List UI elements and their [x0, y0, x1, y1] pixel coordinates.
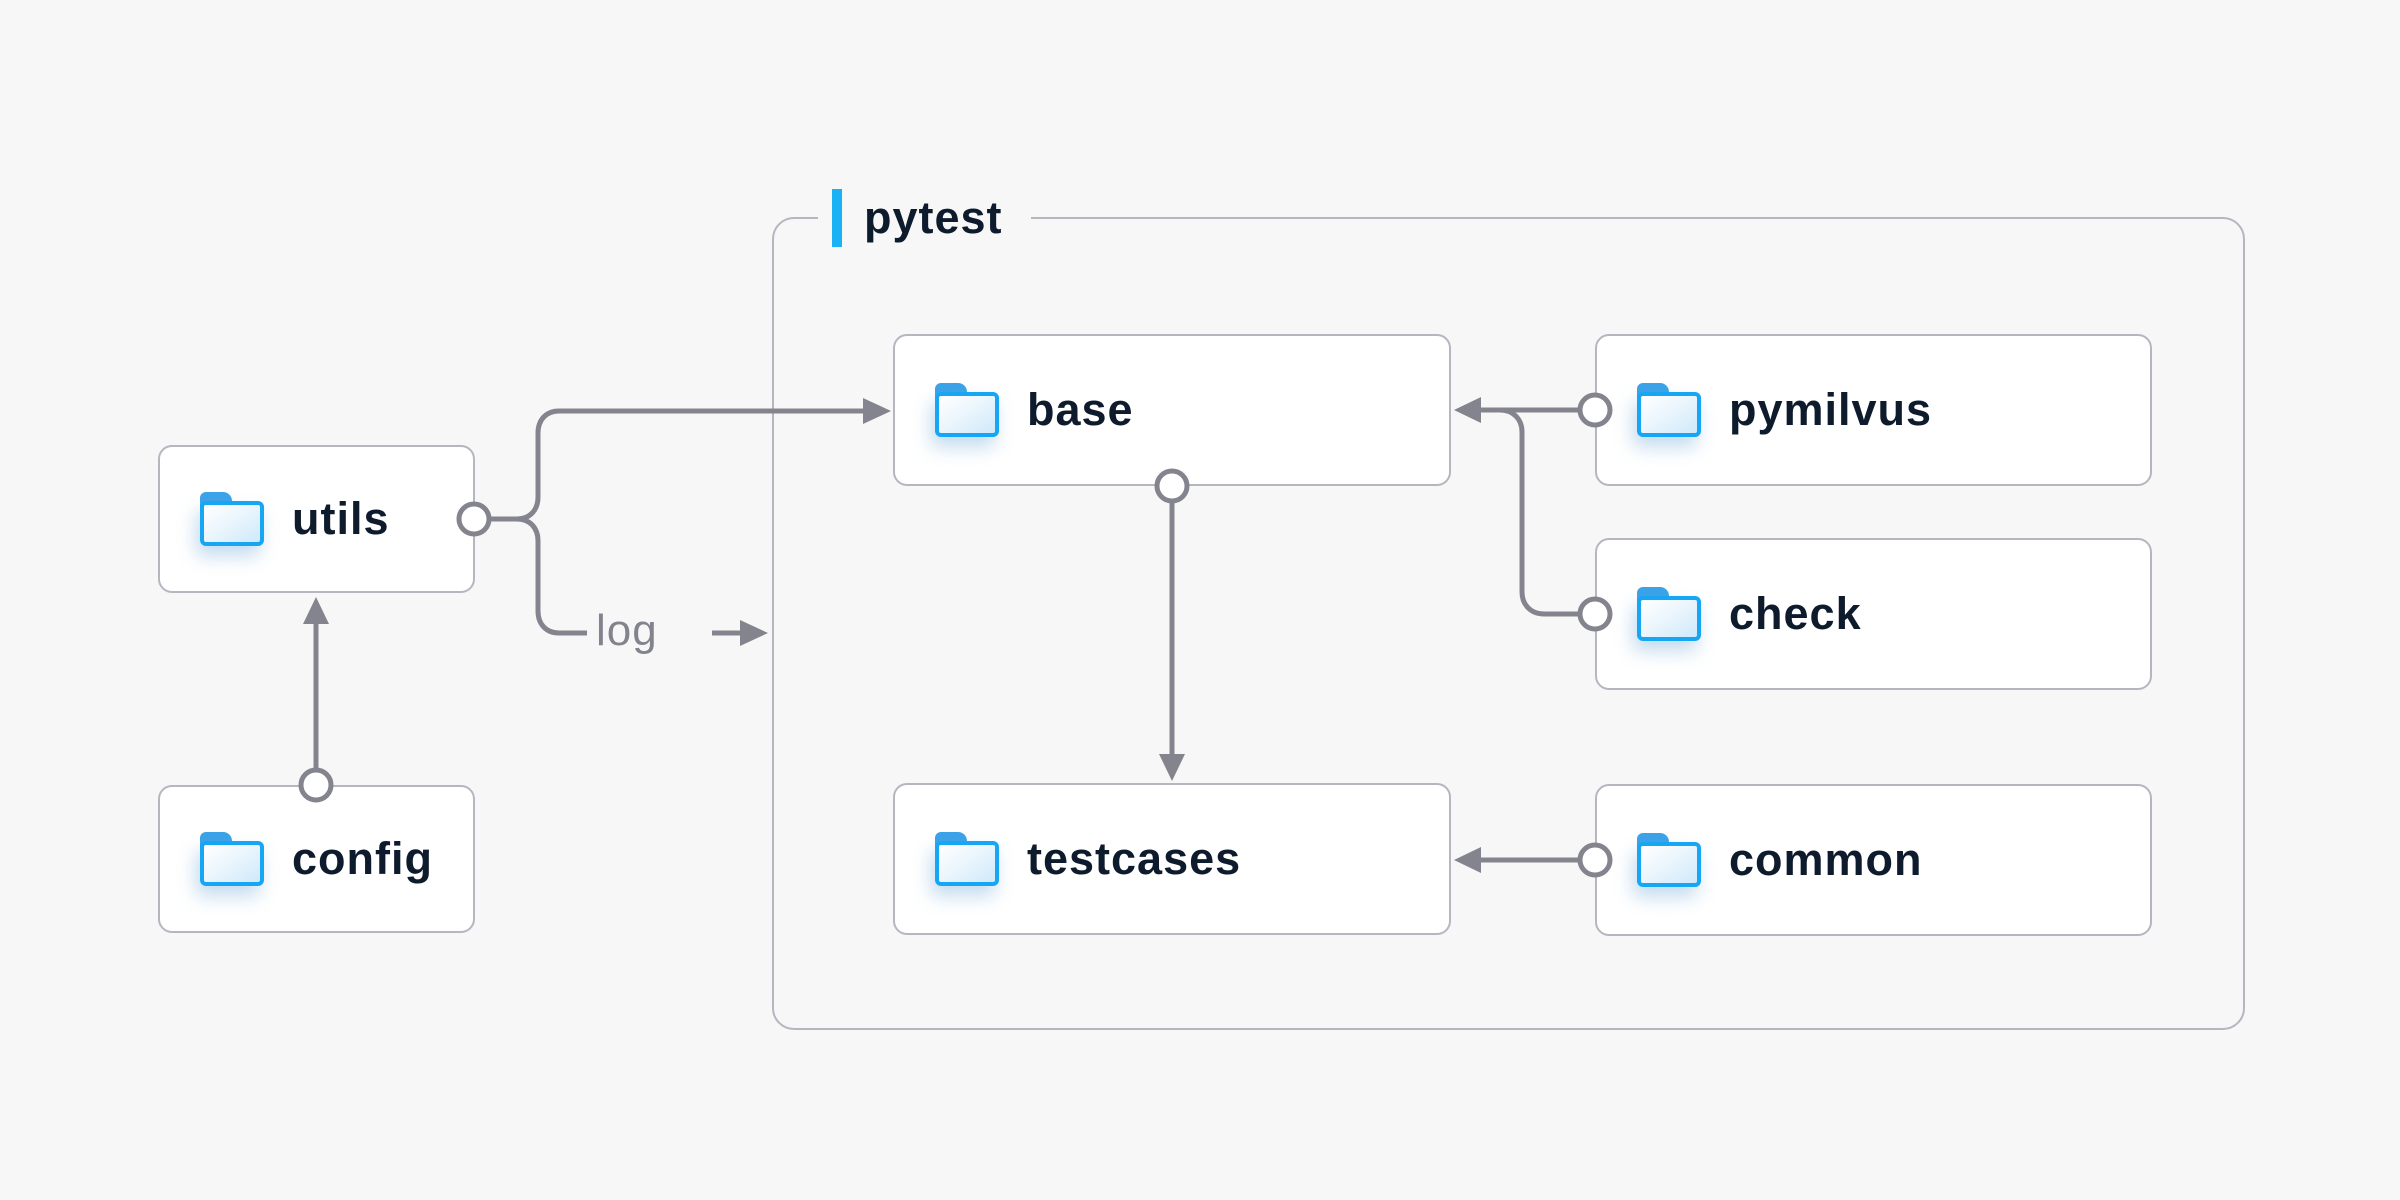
arrowhead-into-utils-bottom — [303, 597, 329, 624]
node-config: config — [158, 785, 475, 933]
pytest-group-label: pytest — [818, 185, 1031, 251]
node-testcases: testcases — [893, 783, 1451, 935]
folder-icon — [1637, 833, 1701, 887]
node-label-config: config — [292, 833, 433, 884]
folder-icon — [935, 832, 999, 886]
node-label-testcases: testcases — [1027, 833, 1242, 884]
node-label-pymilvus: pymilvus — [1729, 384, 1933, 435]
node-common: common — [1595, 784, 2152, 936]
node-check: check — [1595, 538, 2152, 690]
pytest-group-label-text: pytest — [864, 192, 1003, 243]
node-label-check: check — [1729, 588, 1862, 639]
node-label-base: base — [1027, 384, 1134, 435]
edge-label-log: log — [596, 606, 658, 655]
edge-utils-to-log — [516, 516, 587, 636]
folder-icon — [1637, 587, 1701, 641]
folder-icon — [935, 383, 999, 437]
node-pymilvus: pymilvus — [1595, 334, 2152, 486]
node-utils: utils — [158, 445, 475, 593]
arrowhead-log-into-pytest — [740, 620, 768, 646]
pytest-group-container: pytest — [772, 185, 2245, 1030]
folder-icon — [200, 492, 264, 546]
node-label-utils: utils — [292, 493, 390, 544]
node-base: base — [893, 334, 1451, 486]
folder-icon — [1637, 383, 1701, 437]
node-label-common: common — [1729, 834, 1923, 885]
folder-icon — [200, 832, 264, 886]
pytest-accent-bar — [832, 189, 842, 247]
